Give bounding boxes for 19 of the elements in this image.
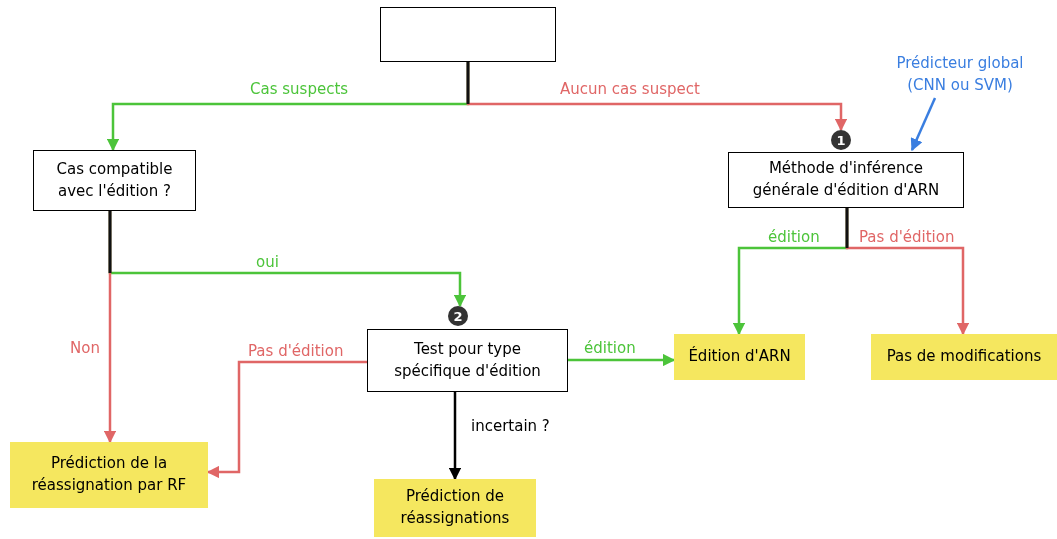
outcome-box: Prédiction de la réassignation par RF xyxy=(10,442,208,508)
arrow xyxy=(568,353,676,367)
arrow xyxy=(448,392,462,481)
connector-trunk xyxy=(845,208,849,248)
step-number-badge: 1 xyxy=(831,130,851,150)
edge-label: Cas suspects xyxy=(248,80,351,98)
step-number-badge: 2 xyxy=(448,306,468,326)
process-box: Méthode d'inférence générale d'édition d'ARN xyxy=(728,152,964,208)
process-box: Test pour type spécifique d'édition xyxy=(367,329,568,392)
outcome-box: Prédiction de réassignations xyxy=(374,479,536,537)
outcome-box: Édition d'ARN xyxy=(674,334,805,380)
annotation-text: Prédicteur global (CNN ou SVM) xyxy=(880,52,1040,98)
outcome-box: Pas de modifications xyxy=(871,334,1057,380)
connector-trunk xyxy=(466,62,470,104)
arrow xyxy=(910,97,937,152)
decision-box: Cas compatible avec l'édition ? xyxy=(33,150,196,211)
connector-trunk xyxy=(108,211,112,273)
edge-label: Aucun cas suspect xyxy=(558,80,702,98)
start-box xyxy=(380,7,556,62)
